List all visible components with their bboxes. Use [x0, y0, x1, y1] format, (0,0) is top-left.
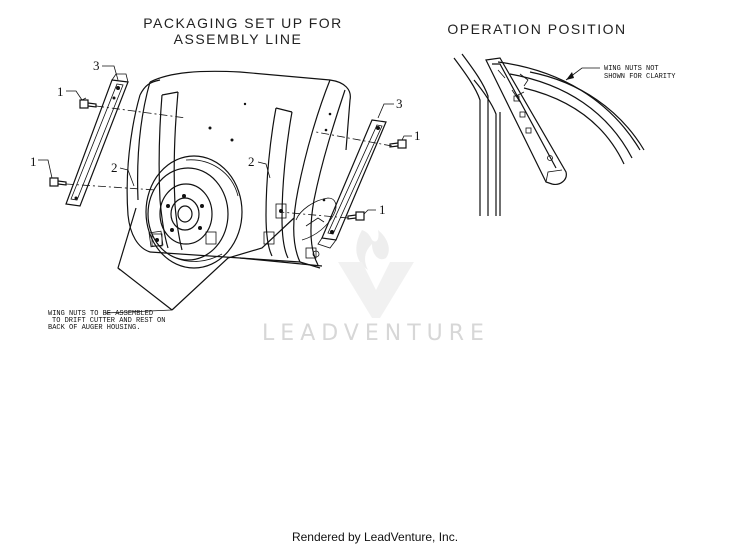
note-leader: [117, 207, 295, 311]
callout-1-upper-left: 1: [57, 84, 64, 99]
note-leader-tail: [104, 309, 173, 314]
callout-2-right: 2: [248, 154, 255, 169]
drift-cutter-left: [65, 73, 129, 207]
alignment-lines: [65, 105, 393, 219]
callout-3-left-leader: [102, 65, 119, 81]
callout-1-lower-right: 1: [379, 202, 386, 217]
callout-2-right-leader: [257, 161, 271, 179]
left-mount-bracket: [148, 91, 183, 251]
callout-1-upper-right-leader: [401, 135, 412, 141]
callout-1-lower-right-leader: [363, 209, 376, 215]
operation-detail: [453, 53, 645, 216]
bolt-lower-right: [347, 211, 365, 221]
watermark-logo: [338, 230, 414, 318]
wing-nuts-note-line1: WING NUTS NOT: [604, 65, 659, 73]
operation-title: OPERATION POSITION: [447, 21, 626, 37]
packaging-title-line2: ASSEMBLY LINE: [174, 31, 303, 47]
assembly-note-line2: TO DRIFT CUTTER AND REST ON: [52, 317, 165, 325]
bolt-upper-right: [389, 139, 407, 149]
right-mount-bracket: [263, 107, 293, 259]
drift-cutter-right: [317, 119, 387, 249]
bolt-lower-left: [49, 177, 67, 187]
callout-3-left: 3: [93, 58, 100, 73]
footer-credit: Rendered by LeadVenture, Inc.: [292, 530, 458, 544]
auger-housing: [126, 70, 351, 269]
callout-1-upper-left-leader: [66, 90, 83, 101]
callout-1-lower-left: 1: [30, 154, 37, 169]
wing-nuts-note-arrowhead: [566, 72, 574, 80]
callout-3-right: 3: [396, 96, 403, 111]
assembly-note-line3: BACK OF AUGER HOUSING.: [48, 324, 140, 332]
packaging-title-line1: PACKAGING SET UP FOR: [143, 15, 343, 31]
callout-2-left: 2: [111, 160, 118, 175]
impeller-housing: [145, 155, 243, 269]
side-plate: [295, 197, 337, 259]
callout-3-right-leader: [377, 103, 394, 119]
callout-1-lower-left-leader: [38, 159, 53, 179]
callout-2-left-leader: [119, 167, 135, 187]
callout-1-upper-right: 1: [414, 128, 421, 143]
assembly-note-line1: WING NUTS TO BE ASSEMBLED: [48, 310, 153, 318]
wing-nuts-note-line2: SHOWN FOR CLARITY: [604, 73, 676, 81]
watermark-text: LEADVENTURE: [262, 321, 490, 346]
bolt-upper-left: [79, 97, 97, 109]
